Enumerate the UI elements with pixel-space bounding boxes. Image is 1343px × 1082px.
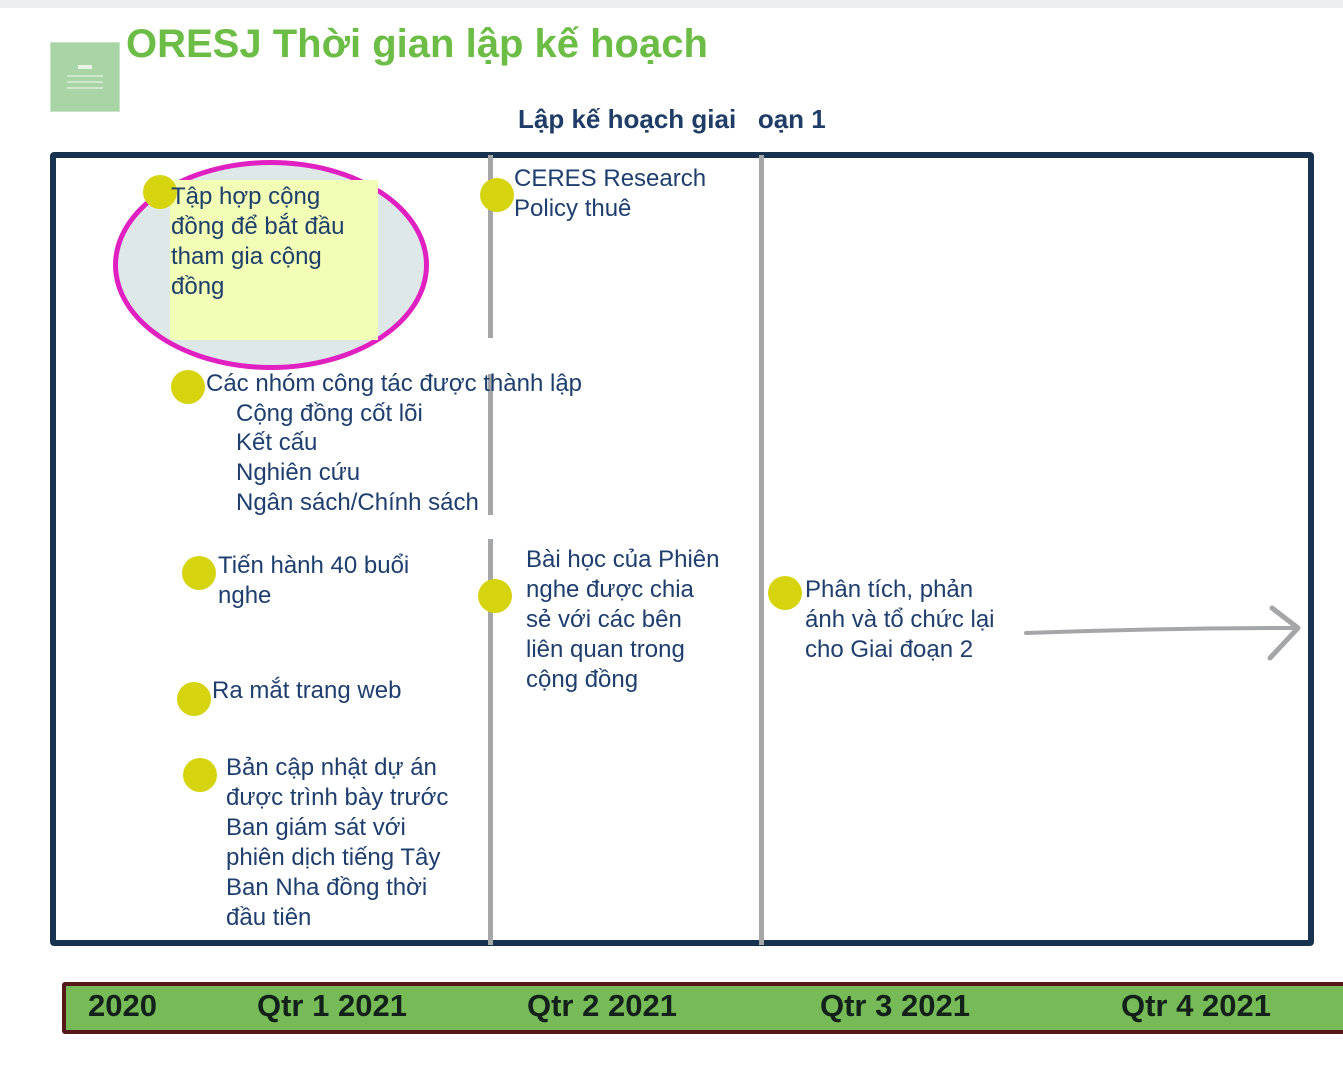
milestone-dot-icon (183, 758, 217, 792)
timeline-axis-bar (62, 982, 1343, 1034)
milestone-lessons: Bài học của Phiên nghe được chia sẻ với … (526, 546, 720, 693)
milestone-ceres: CERES Research Policy thuê (514, 165, 707, 222)
milestone-update: Bản cập nhật dự án được trình bày trước … (226, 754, 449, 931)
axis-tick-label: 2020 (88, 988, 157, 1023)
logo-text-line (67, 75, 103, 77)
highlight-box (170, 180, 378, 340)
page-title: ORESJ Thời gian lập kế hoạch (126, 22, 708, 66)
top-strip (0, 0, 1343, 8)
line-gap (484, 338, 498, 374)
logo-text-line (67, 81, 103, 83)
working-group-item: Nghiên cứu (236, 459, 361, 486)
working-group-item: Cộng đồng cốt lõi (236, 400, 423, 427)
milestone-dot-icon (171, 370, 205, 404)
axis-tick-label: Qtr 1 2021 (257, 988, 407, 1023)
logo-mark (78, 65, 92, 69)
line-gap (484, 515, 498, 539)
milestone-dot-icon (480, 178, 514, 212)
axis-tick-label: Qtr 4 2021 (1121, 988, 1271, 1023)
milestone-dot-icon (478, 579, 512, 613)
axis-tick-label: Qtr 2 2021 (527, 988, 677, 1023)
milestone-dot-icon (768, 576, 802, 610)
logo-text-line (67, 87, 103, 89)
axis-tick-label: Qtr 3 2021 (820, 988, 970, 1023)
phase-subtitle: Lập kế hoạch giai oạn 1 (518, 104, 826, 134)
milestone-website: Ra mắt trang web (212, 677, 402, 704)
timeline-frame (50, 152, 1314, 946)
working-group-item: Kết cấu (236, 429, 318, 456)
divider-line-qtr2 (488, 155, 493, 945)
milestone-dot-icon (177, 682, 211, 716)
logo-icon (50, 42, 120, 112)
divider-line-qtr3 (759, 155, 764, 945)
working-group-item: Ngân sách/Chính sách (236, 489, 479, 516)
milestone-listening: Tiến hành 40 buổi nghe (218, 552, 410, 609)
milestone-dot-icon (182, 556, 216, 590)
milestone-analysis: Phân tích, phản ánh và tổ chức lại cho G… (805, 576, 995, 663)
arrow-right-icon (1024, 605, 1301, 661)
milestone-working-groups: Các nhóm công tác được thành lập (206, 370, 583, 397)
milestone-dot-icon (143, 175, 177, 209)
milestone-community: Tập hợp cộng đồng để bắt đầu tham gia cộ… (171, 183, 345, 300)
